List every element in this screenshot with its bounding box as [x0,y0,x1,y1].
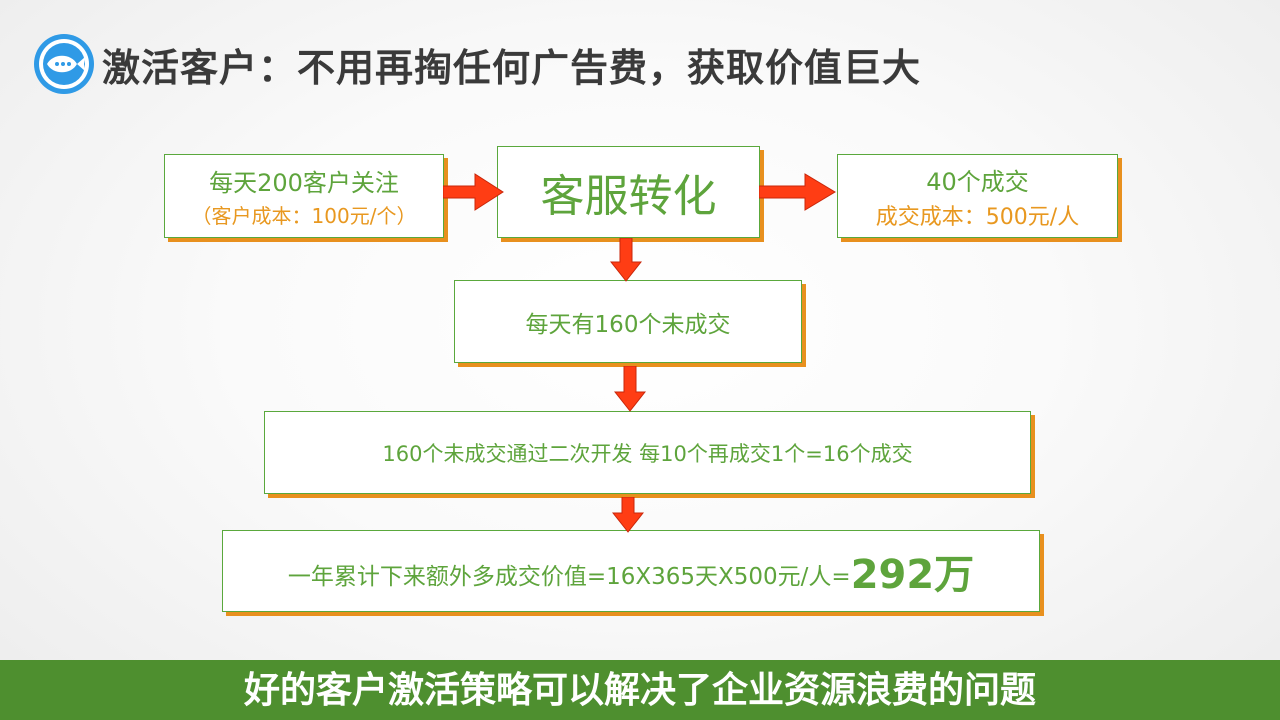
chat-fish-icon [34,34,94,94]
arrow-down-icon [612,497,644,533]
annual-value-result: 292万 [850,552,975,598]
daily-followers-label: 每天200客户关注 [209,169,399,197]
arrow-down-icon [610,238,642,282]
service-conversion-box: 客服转化 [497,146,760,238]
page-title: 激活客户：不用再掏任何广告费，获取价值巨大 [102,46,922,90]
deals-count-label: 40个成交 [926,167,1029,196]
footer-banner: 好的客户激活策略可以解决了企业资源浪费的问题 [0,660,1280,720]
arrow-right-icon [443,173,504,211]
customer-cost-label: （客户成本：100元/个） [191,204,417,228]
service-conversion-label: 客服转化 [540,171,717,222]
deals-box: 40个成交 成交成本：500元/人 [837,154,1118,238]
arrow-right-icon [759,173,836,211]
secondary-development-box: 160个未成交通过二次开发 每10个再成交1个=16个成交 [264,411,1031,494]
annual-value-box: 一年累计下来额外多成交价值=16X365天X500元/人= 292万 [222,530,1040,612]
annual-value-label: 一年累计下来额外多成交价值=16X365天X500元/人= [287,564,851,590]
unconverted-label: 每天有160个未成交 [525,311,731,338]
daily-followers-box: 每天200客户关注 （客户成本：100元/个） [164,154,444,238]
unconverted-box: 每天有160个未成交 [454,280,802,363]
secondary-development-label: 160个未成交通过二次开发 每10个再成交1个=16个成交 [382,441,913,466]
arrow-down-icon [614,366,646,412]
deal-cost-label: 成交成本：500元/人 [875,204,1080,230]
